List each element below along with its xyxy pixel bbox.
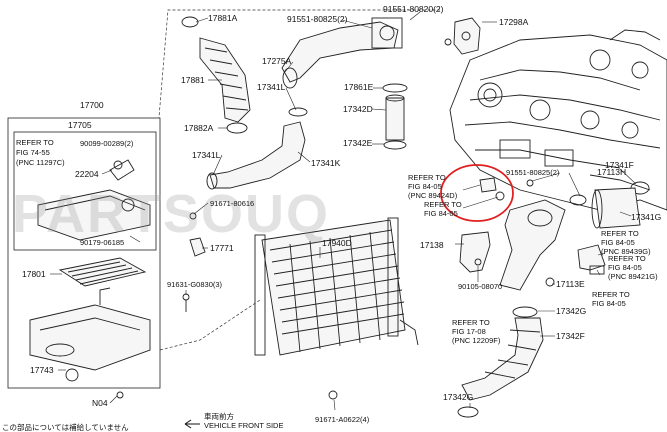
part-label[interactable]: 17771 — [210, 243, 234, 253]
svg-text:REFER TO: REFER TO — [601, 229, 639, 238]
part-label[interactable]: 17861E — [344, 82, 374, 92]
part-label[interactable]: 17298A — [499, 17, 529, 27]
svg-text:FIG 17-08: FIG 17-08 — [452, 327, 486, 336]
svg-text:(PNC 12209F): (PNC 12209F) — [452, 336, 501, 345]
svg-text:FIG 74-55: FIG 74-55 — [16, 148, 50, 157]
part-label[interactable]: 17138 — [420, 240, 444, 250]
svg-text:REFER TO: REFER TO — [608, 254, 646, 263]
svg-text:VEHICLE FRONT SIDE: VEHICLE FRONT SIDE — [204, 421, 283, 430]
part-label[interactable]: 22204 — [75, 169, 99, 179]
part-label[interactable]: 17341F — [605, 160, 634, 170]
air-cleaner-assy — [7, 117, 161, 399]
refer-note-84-05-c[interactable]: REFER TO FIG 84-05 (PNC 89439G) — [601, 229, 651, 256]
right-hoses-drawing — [457, 177, 650, 418]
part-label[interactable]: 17113H — [597, 167, 626, 177]
svg-text:車両前方: 車両前方 — [204, 411, 234, 421]
svg-text:REFER TO: REFER TO — [592, 290, 630, 299]
vehicle-front-indicator: 車両前方 VEHICLE FRONT SIDE — [184, 411, 283, 430]
svg-text:FIG 84-05: FIG 84-05 — [592, 299, 626, 308]
svg-text:REFER TO: REFER TO — [424, 200, 462, 209]
part-label[interactable]: 90179-06185 — [80, 238, 124, 247]
highlight-circle — [440, 164, 514, 222]
part-label[interactable]: 17940D — [322, 238, 352, 248]
svg-text:FIG 84-05: FIG 84-05 — [601, 238, 635, 247]
svg-text:REFER TO: REFER TO — [16, 138, 54, 147]
part-label[interactable]: 17341K — [311, 158, 341, 168]
part-label[interactable]: 91631-G0830(3) — [167, 280, 223, 289]
front-arrow-icon — [184, 419, 200, 429]
part-label[interactable]: 91671-A0622(4) — [315, 415, 370, 424]
part-label[interactable]: 17743 — [30, 365, 54, 375]
refer-note-17-08[interactable]: REFER TO FIG 17-08 (PNC 12209F) — [452, 318, 501, 345]
part-label[interactable]: 17341L — [192, 150, 221, 160]
part-label[interactable]: 17341L — [257, 82, 286, 92]
refer-note-84-05-b[interactable]: REFER TO FIG 84-05 — [424, 200, 462, 218]
part-label[interactable]: 17700 — [80, 100, 104, 110]
engine-block-drawing — [449, 29, 667, 211]
part-labels: 17881A 91551-80825(2) 91551-80820(2) 172… — [22, 4, 661, 424]
intercooler-drawing — [254, 217, 419, 400]
refer-note-84-05-d[interactable]: REFER TO FIG 84-05 (PNC 89421G) — [608, 254, 658, 281]
air-hose-group — [181, 16, 481, 190]
refer-note-84-05-a[interactable]: REFER TO FIG 84-05 (PNC 89424D) — [408, 173, 458, 200]
watermark: PARTSOUQ — [12, 184, 330, 244]
part-label[interactable]: 17275A — [262, 56, 292, 66]
footnote: この部品については補給していません — [2, 422, 129, 432]
refer-note-74-55[interactable]: REFER TO FIG 74-55 (PNC 11297C) — [16, 138, 65, 167]
part-label[interactable]: 17881 — [181, 75, 205, 85]
svg-text:REFER TO: REFER TO — [452, 318, 490, 327]
leader-lines — [50, 11, 637, 411]
refer-note-84-05-e[interactable]: REFER TO FIG 84-05 — [592, 290, 630, 308]
part-label[interactable]: 90105-08070 — [458, 282, 502, 291]
svg-text:(PNC 89424D): (PNC 89424D) — [408, 191, 458, 200]
part-label[interactable]: 17881A — [208, 13, 238, 23]
refer-notes: REFER TO FIG 74-55 (PNC 11297C) REFER TO… — [16, 138, 658, 345]
part-label[interactable]: 17342F — [556, 331, 585, 341]
part-label[interactable]: N04 — [92, 398, 108, 408]
part-label[interactable]: 90099-00289(2) — [80, 139, 134, 148]
part-label[interactable]: 17801 — [22, 269, 46, 279]
part-label[interactable]: 17342D — [343, 104, 373, 114]
part-label[interactable]: 91551-80820(2) — [383, 4, 444, 14]
part-label[interactable]: 17342E — [343, 138, 373, 148]
part-label[interactable]: 91671-80616 — [210, 199, 254, 208]
part-label[interactable]: 91551-80825(2) — [506, 168, 560, 177]
part-label[interactable]: 17882A — [184, 123, 214, 133]
svg-text:(PNC 89439G): (PNC 89439G) — [601, 247, 651, 256]
part-label[interactable]: 17705 — [68, 120, 92, 130]
part-label[interactable]: 91551-80825(2) — [287, 14, 348, 24]
part-label[interactable]: 17342G — [556, 306, 586, 316]
part-label[interactable]: 17341G — [631, 212, 661, 222]
part-label[interactable]: 17113E — [556, 279, 585, 289]
svg-text:REFER TO: REFER TO — [408, 173, 446, 182]
svg-text:(PNC 89421G): (PNC 89421G) — [608, 272, 658, 281]
svg-text:FIG 84-05: FIG 84-05 — [408, 182, 442, 191]
svg-text:(PNC 11297C): (PNC 11297C) — [16, 158, 65, 167]
svg-text:FIG 84-05: FIG 84-05 — [608, 263, 642, 272]
part-label[interactable]: 17342G — [443, 392, 473, 402]
svg-text:FIG 84-05: FIG 84-05 — [424, 209, 458, 218]
